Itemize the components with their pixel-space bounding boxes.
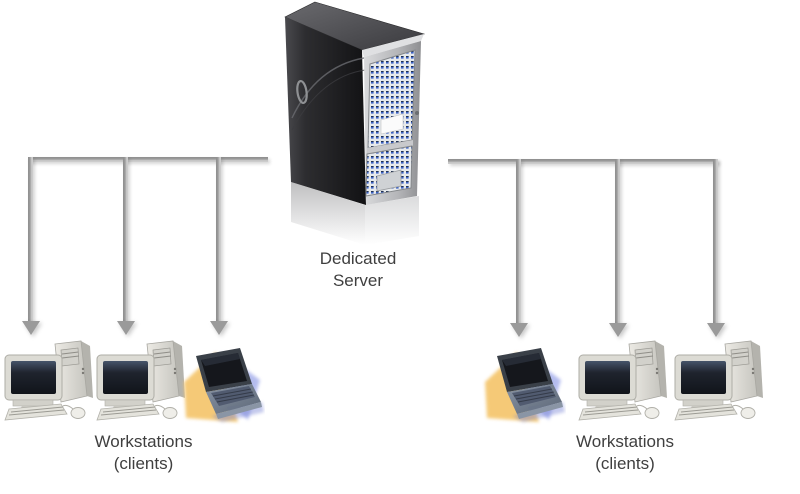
laptop-icon <box>180 340 265 425</box>
left-drop-line-2 <box>123 157 128 322</box>
right-drop-line-1 <box>516 159 521 324</box>
server-label-line1: Dedicated <box>319 249 397 268</box>
left-workstations-label-line2: (clients) <box>113 454 174 473</box>
left-drop-line-3 <box>216 157 221 322</box>
right-workstations-label-line1: Workstations <box>576 432 674 451</box>
left-drop-line-1 <box>28 157 33 322</box>
right-bus-line <box>448 159 718 164</box>
left-workstations-label: Workstations (clients) <box>68 431 219 475</box>
right-workstations-label: Workstations (clients) <box>550 431 700 475</box>
desktop-workstation-icon <box>673 338 763 423</box>
arrow-down-icon <box>707 323 725 337</box>
left-bus-line <box>28 157 268 162</box>
arrow-down-icon <box>210 321 228 335</box>
server-label-line2: Server <box>332 271 384 290</box>
desktop-workstation-icon <box>95 338 185 423</box>
arrow-down-icon <box>510 323 528 337</box>
desktop-workstation-icon <box>577 338 667 423</box>
arrow-down-icon <box>22 321 40 335</box>
server-label: Dedicated Server <box>283 248 433 292</box>
right-drop-line-3 <box>713 159 718 324</box>
right-workstations-label-line2: (clients) <box>595 454 655 473</box>
left-workstations-label-line1: Workstations <box>94 432 193 451</box>
arrow-down-icon <box>117 321 135 335</box>
laptop-icon <box>481 340 566 425</box>
server-tower-icon <box>280 0 430 245</box>
desktop-workstation-icon <box>3 338 93 423</box>
arrow-down-icon <box>609 323 627 337</box>
right-drop-line-2 <box>615 159 620 324</box>
